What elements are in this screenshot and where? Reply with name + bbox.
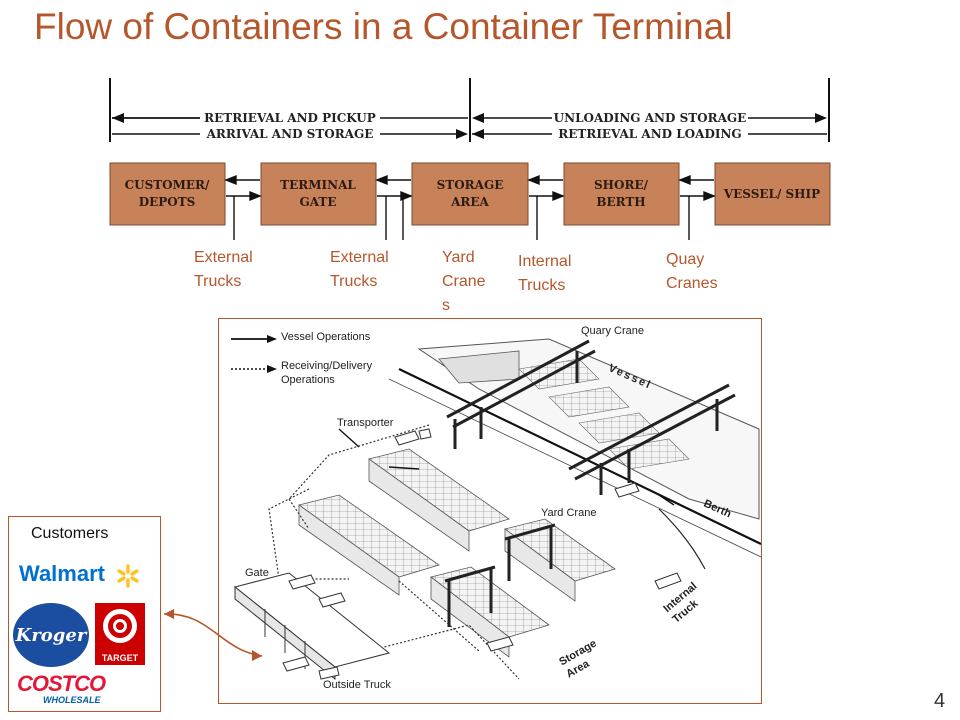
target-logo: TARGET	[95, 603, 145, 665]
transporter-truck-icon	[394, 428, 432, 446]
band-right-bottom: RETRIEVAL AND LOADING	[558, 127, 741, 141]
svg-text:TERMINAL: TERMINAL	[280, 178, 356, 192]
svg-text:VESSEL/ SHIP: VESSEL/ SHIP	[723, 187, 820, 201]
svg-text:AREA: AREA	[450, 195, 489, 209]
quay-crane-icon	[446, 339, 596, 449]
outside-truck-icon	[282, 574, 346, 680]
arrow-right-icon	[456, 129, 468, 139]
customers-title: Customers	[31, 525, 109, 542]
svg-text:GATE: GATE	[300, 195, 337, 209]
costco-logo: COSTCO WHOLESALE	[17, 671, 106, 706]
label-outside-truck: Outside Truck	[323, 679, 391, 691]
page-number: 4	[934, 690, 946, 712]
internal-truck-route	[658, 508, 706, 570]
page-title: Flow of Containers in a Container Termin…	[34, 6, 733, 47]
flow-connectors	[224, 174, 716, 202]
svg-text:DEPOTS: DEPOTS	[139, 195, 196, 209]
flow-box-vessel-ship: VESSEL/ SHIP	[714, 162, 831, 226]
arrow-right-icon	[815, 113, 827, 123]
flow-box-shore-berth: SHORE/ BERTH	[563, 162, 680, 226]
flow-diagram: RETRIEVAL AND PICKUP ARRIVAL AND STORAGE…	[109, 78, 831, 240]
band-left-bottom: ARRIVAL AND STORAGE	[206, 127, 374, 141]
legend-vessel-operations: Vessel Operations	[281, 331, 371, 343]
legend-receiving-delivery: Receiving/Delivery Operations	[281, 360, 373, 386]
svg-text:BERTH: BERTH	[596, 195, 645, 209]
berth-line	[398, 368, 761, 545]
equipment-yard-cranes: Yard Crane s	[442, 249, 486, 314]
yard-crane-icon	[444, 565, 496, 627]
equipment-external-trucks-1: External Trucks	[194, 249, 253, 290]
svg-text:CUSTOMER/: CUSTOMER/	[125, 178, 210, 192]
band-left-top: RETRIEVAL AND PICKUP	[204, 111, 376, 125]
arrow-left-icon	[472, 129, 484, 139]
svg-text:STORAGE: STORAGE	[437, 178, 504, 192]
yard-container-stack	[504, 518, 616, 602]
yard-container-stack	[298, 494, 440, 596]
label-yard-crane: Yard Crane	[541, 507, 597, 519]
label-transporter: Transporter	[337, 417, 394, 429]
walmart-logo: Walmart	[19, 561, 149, 595]
flow-box-customer-depots: CUSTOMER/ DEPOTS	[109, 162, 226, 226]
gate-structure	[233, 572, 391, 681]
equipment-internal-trucks: Internal Trucks	[518, 253, 572, 294]
yard-crane-icon	[504, 523, 556, 581]
flow-box-terminal-gate: TERMINAL GATE	[260, 162, 377, 226]
vessel-containers	[518, 358, 690, 470]
internal-truck-icon	[486, 572, 682, 652]
vessel-route	[338, 428, 675, 506]
equipment-external-trucks-2: External Trucks	[330, 249, 389, 290]
customers-panel: Customers Walmart Kroger TARGET COSTCO	[8, 516, 161, 712]
svg-text:SHORE/: SHORE/	[594, 178, 649, 192]
arrow-left-icon	[472, 113, 484, 123]
yard-container-stack	[368, 448, 510, 552]
receiving-route	[268, 424, 520, 680]
label-quay-crane: Quary Crane	[581, 325, 644, 337]
flow-box-storage-area: STORAGE AREA	[411, 162, 529, 226]
transporter-truck-icon	[614, 482, 640, 498]
terminal-drawing	[231, 335, 761, 681]
terminal-illustration: Vessel Operations Receiving/Delivery Ope…	[218, 318, 762, 704]
band-right-top: UNLOADING AND STORAGE	[554, 111, 747, 125]
target-bullseye-icon	[103, 609, 137, 643]
equipment-ticks	[233, 196, 690, 240]
walmart-spark-icon	[117, 564, 139, 588]
kroger-logo: Kroger	[13, 603, 89, 667]
label-gate: Gate	[245, 567, 269, 579]
equipment-quay-cranes: Quay Cranes	[666, 251, 718, 292]
quay-crane-icon	[568, 383, 736, 495]
